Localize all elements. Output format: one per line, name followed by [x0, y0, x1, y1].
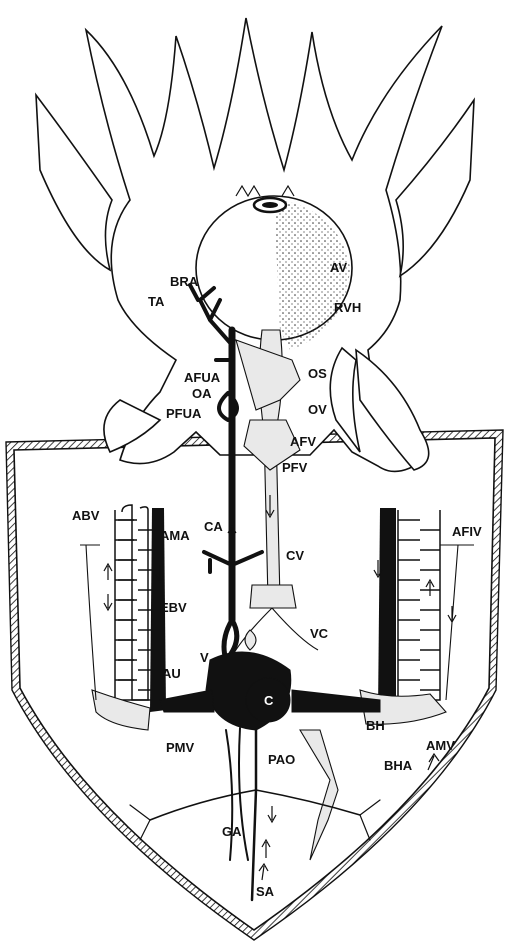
label-afiv: AFIV — [452, 524, 482, 539]
label-pfua: PFUA — [166, 406, 202, 421]
label-ebv: EBV — [160, 600, 187, 615]
label-v: V — [200, 650, 209, 665]
label-au: AU — [162, 666, 181, 681]
label-ov: OV — [308, 402, 327, 417]
label-bha: BHA — [384, 758, 413, 773]
label-abv: ABV — [72, 508, 100, 523]
label-ta: TA — [148, 294, 165, 309]
label-av: AV — [330, 260, 347, 275]
label-afua: AFUA — [184, 370, 221, 385]
label-pfv: PFV — [282, 460, 308, 475]
label-cv: CV — [286, 548, 304, 563]
label-vc: VC — [310, 626, 329, 641]
label-bra: BRA — [170, 274, 199, 289]
label-ca: CA — [204, 519, 223, 534]
label-os: OS — [308, 366, 327, 381]
label-pmv: PMV — [166, 740, 195, 755]
label-c: C — [264, 693, 274, 708]
label-afv: AFV — [290, 434, 316, 449]
label-rvh: RVH — [334, 300, 361, 315]
label-bh: BH — [366, 718, 385, 733]
label-oa: OA — [192, 386, 212, 401]
label-amv: AMV — [426, 738, 455, 753]
label-ga: GA — [222, 824, 242, 839]
label-sa: SA — [256, 884, 275, 899]
label-ama: AMA — [160, 528, 190, 543]
label-pao: PAO — [268, 752, 295, 767]
